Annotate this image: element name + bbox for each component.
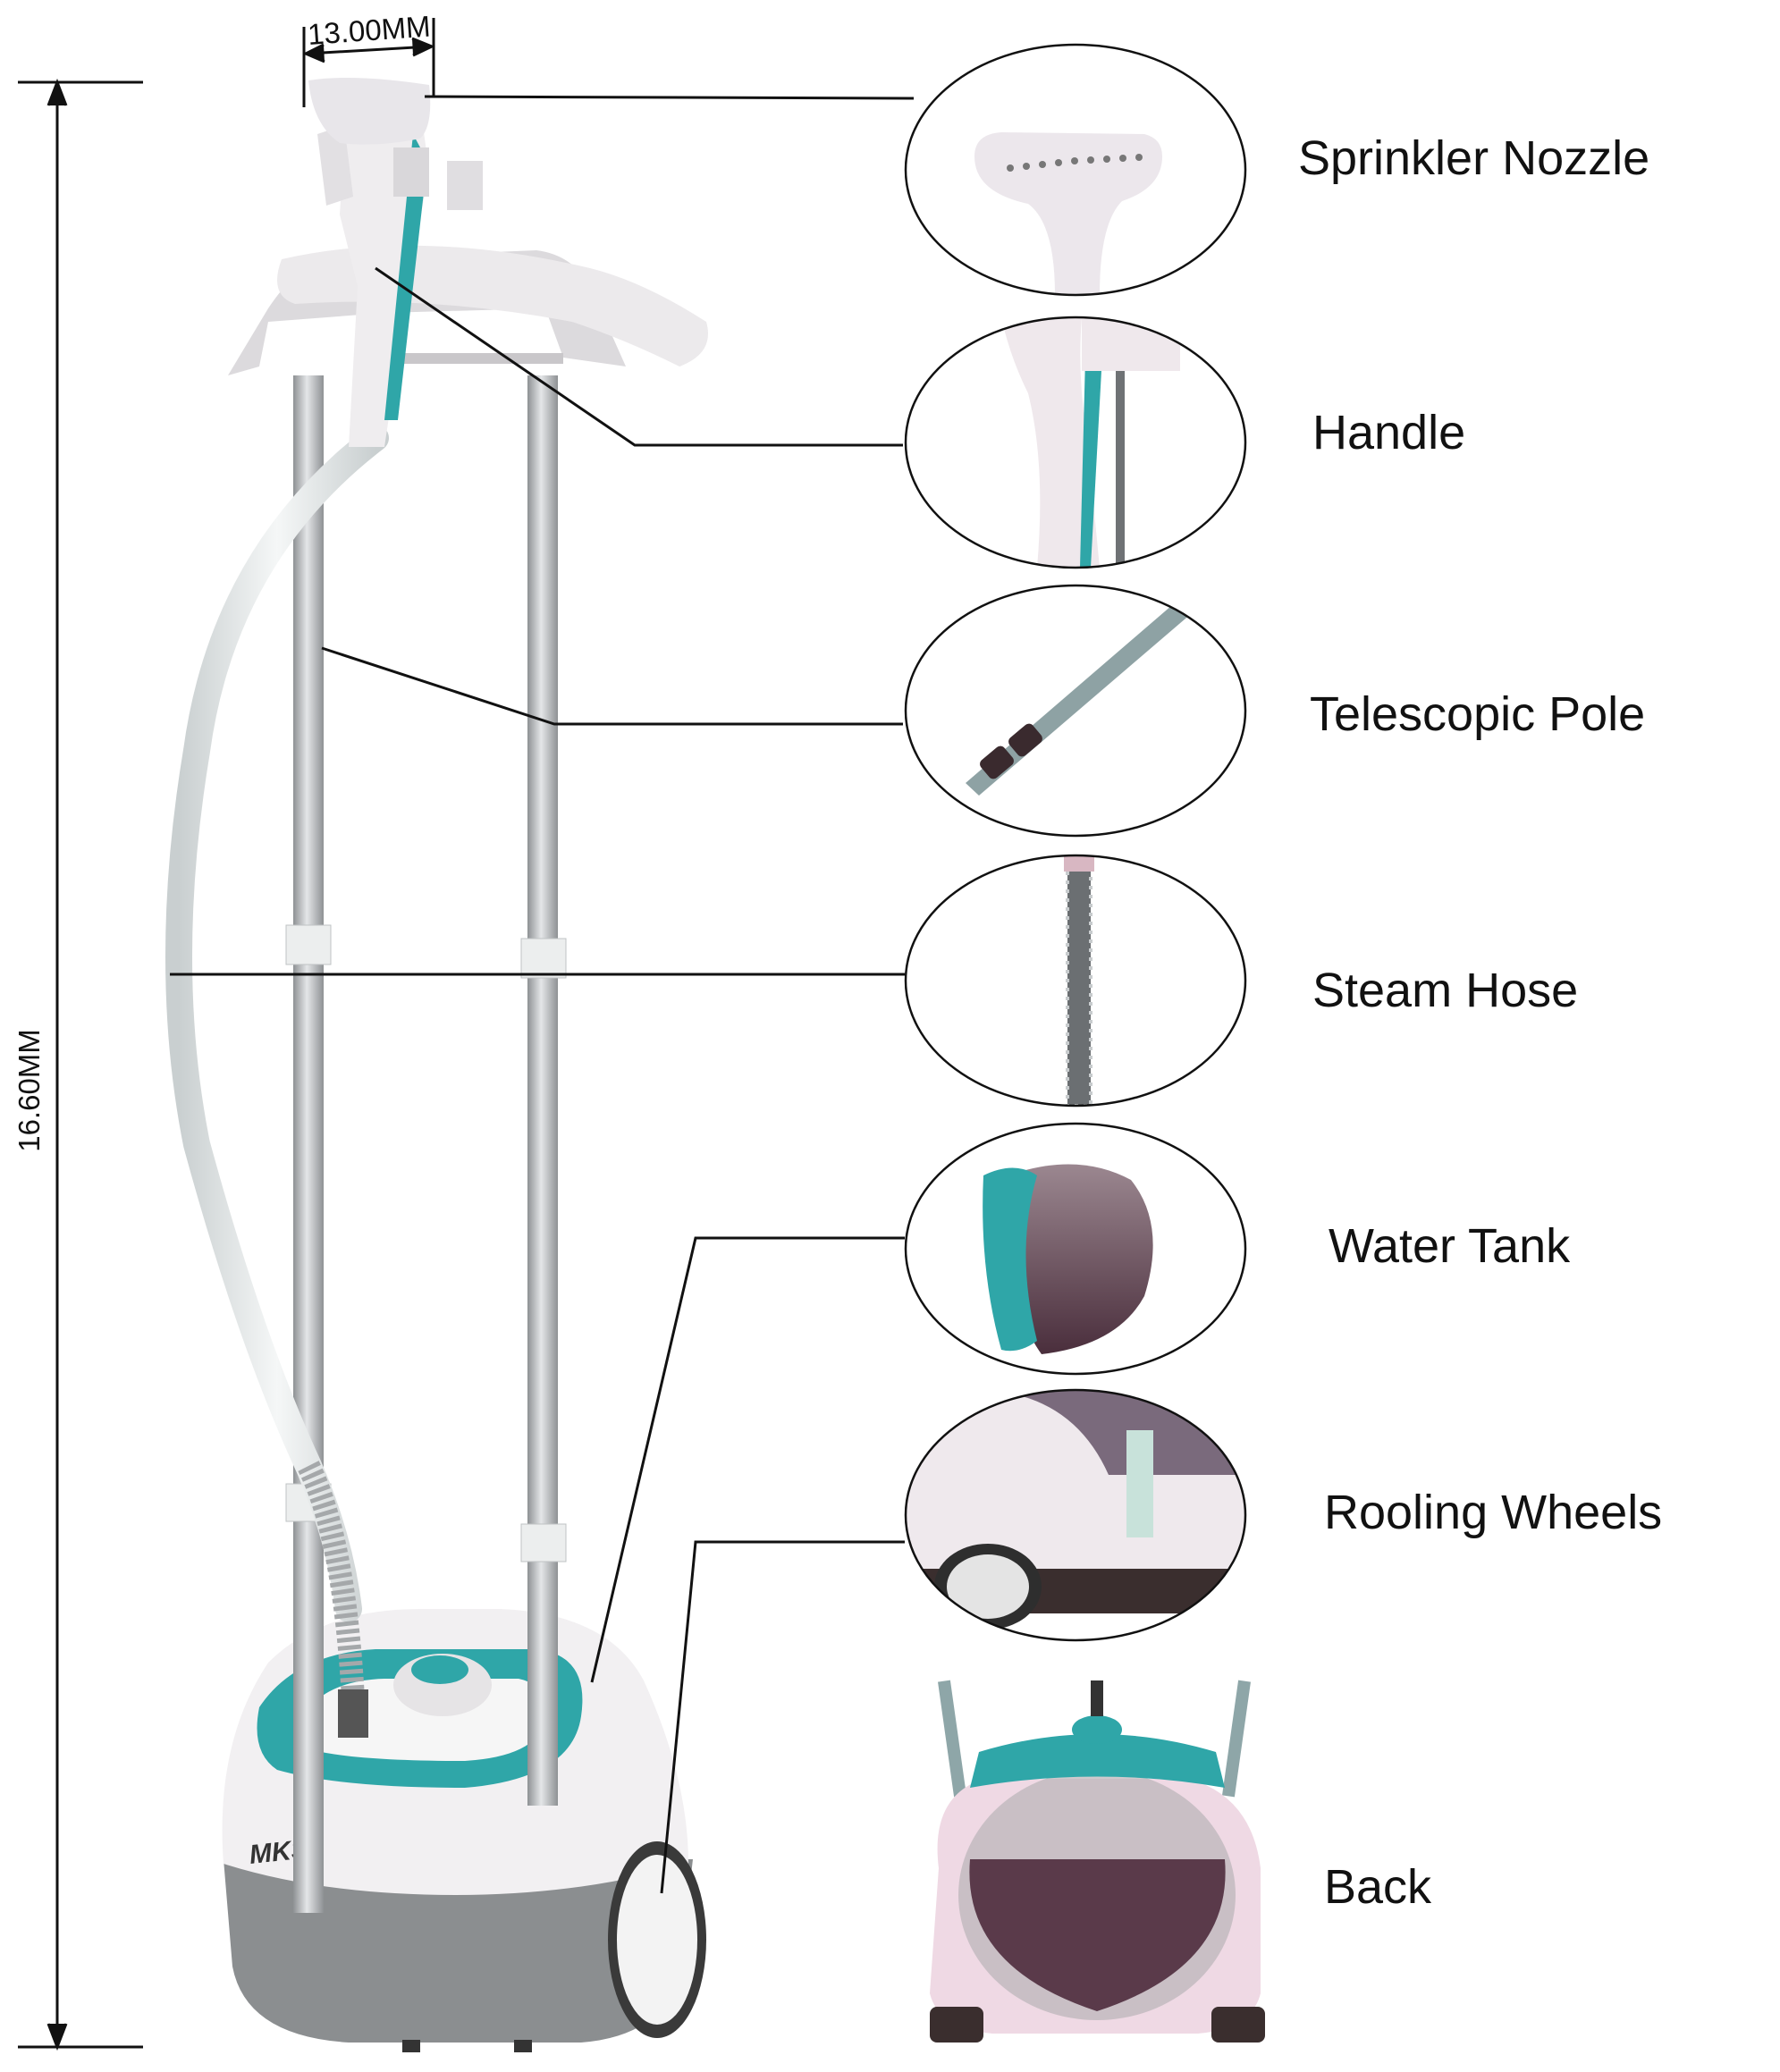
telescopic-poles bbox=[285, 375, 567, 1913]
leader-lines bbox=[170, 95, 915, 1894]
steamer-base: MKS bbox=[222, 1609, 706, 2052]
detail-water-tank bbox=[904, 1122, 1247, 1376]
label-steam-hose: Steam Hose bbox=[1312, 964, 1579, 1017]
width-dimension bbox=[302, 18, 435, 107]
leader-sprinkler-nozzle bbox=[424, 95, 915, 100]
leader-rolling-wheels bbox=[660, 1540, 905, 1894]
label-rolling-wheels: Rooling Wheels bbox=[1324, 1486, 1663, 1539]
steamer-handle bbox=[308, 77, 483, 447]
label-sprinkler-nozzle: Sprinkler Nozzle bbox=[1298, 131, 1650, 185]
hanger-top bbox=[228, 245, 708, 375]
label-handle: Handle bbox=[1312, 406, 1466, 459]
steam-hose-line bbox=[165, 425, 389, 1622]
detail-rolling-wheels bbox=[904, 1388, 1247, 1642]
leader-water-tank bbox=[590, 1236, 905, 1683]
detail-handle bbox=[904, 316, 1247, 569]
leader-handle bbox=[375, 266, 903, 447]
detail-sprinkler-nozzle bbox=[904, 43, 1247, 297]
detail-back-view bbox=[930, 1680, 1265, 2043]
height-dimension-label: 16.60MM bbox=[13, 1029, 46, 1152]
detail-telescopic-pole bbox=[904, 584, 1247, 838]
steamer-main-illustration: MKS bbox=[165, 77, 708, 2052]
detail-steam-hose bbox=[904, 854, 1247, 1108]
label-water-tank: Water Tank bbox=[1329, 1219, 1571, 1273]
leader-telescopic-pole bbox=[321, 646, 903, 726]
hose-coil-spring bbox=[298, 1461, 365, 1699]
label-back: Back bbox=[1324, 1860, 1432, 1914]
label-telescopic-pole: Telescopic Pole bbox=[1310, 687, 1646, 741]
height-dimension bbox=[18, 78, 143, 2051]
